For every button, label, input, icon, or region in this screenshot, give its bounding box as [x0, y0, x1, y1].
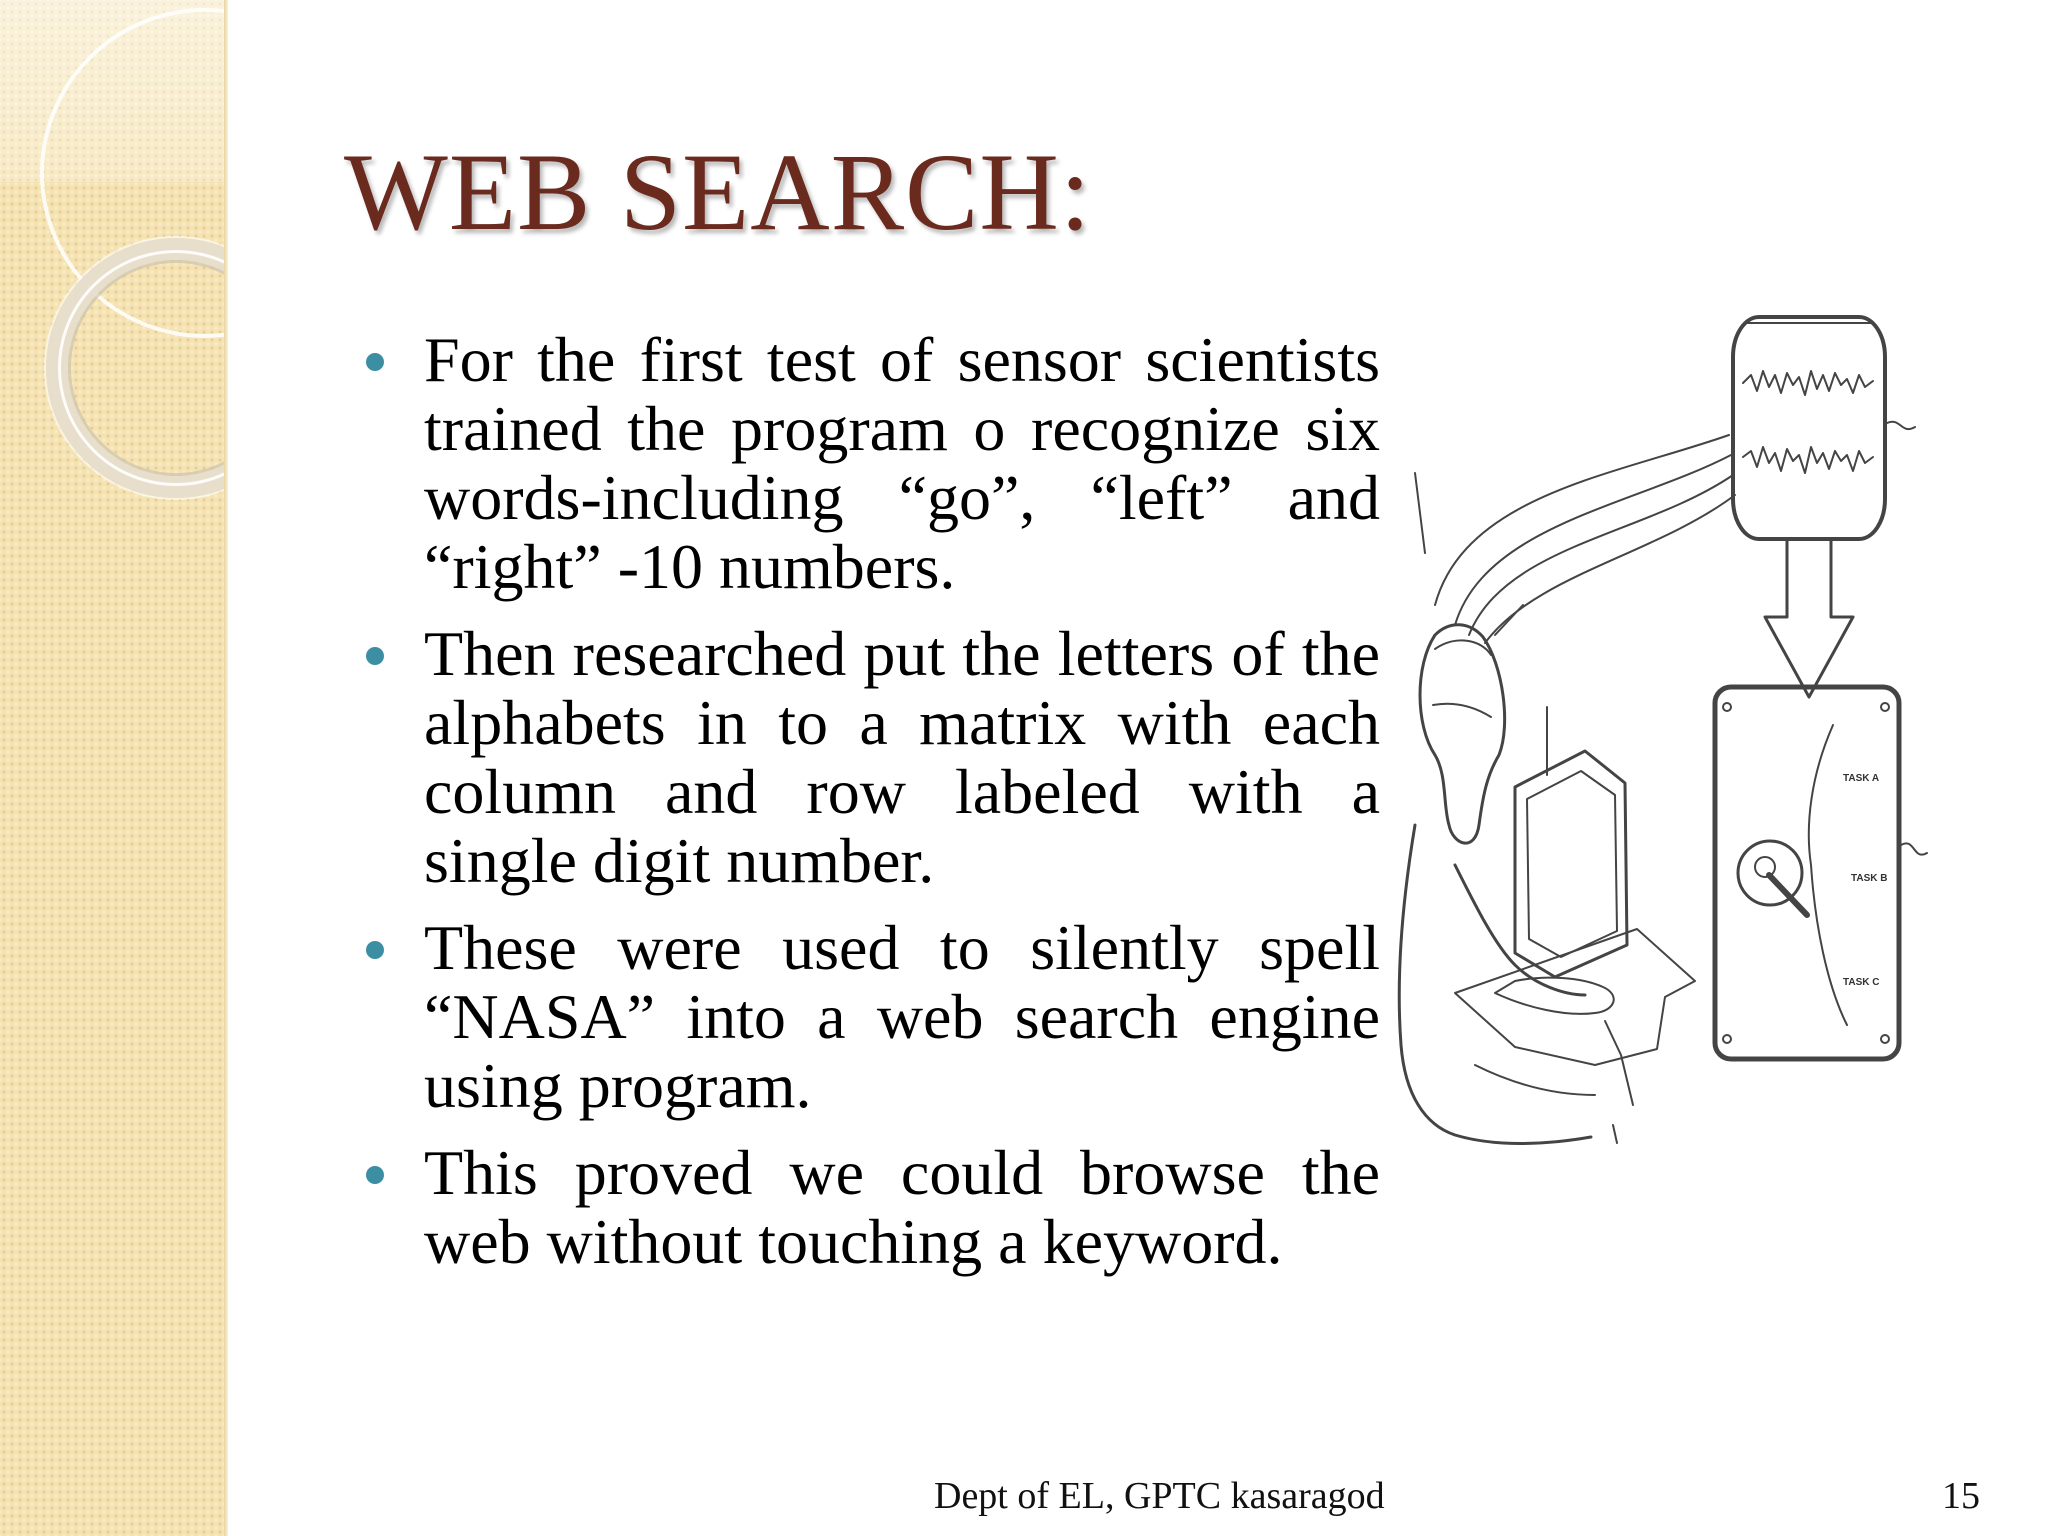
task-label: TASK A [1843, 773, 1879, 784]
slide-title: WEB SEARCH: [344, 131, 1092, 253]
laptop-screen [1513, 749, 1629, 979]
bullet-icon [366, 353, 384, 371]
task-label: TASK C [1843, 977, 1879, 988]
slide-footer: Dept of EL, GPTC kasaragod [934, 1475, 1385, 1517]
bullet-text: These were used to silently spell “NASA”… [424, 912, 1380, 1121]
bullet-item: Then researched put the letters of the a… [350, 619, 1380, 895]
eeg-wave-bottom [1742, 446, 1874, 474]
desk [1454, 928, 1696, 1066]
signal-arrow [1763, 537, 1855, 699]
page-number: 15 [1942, 1475, 1980, 1517]
decorative-side-strip [0, 0, 228, 1536]
person-head [1418, 623, 1507, 845]
bullet-item: This proved we could browse the web with… [350, 1138, 1380, 1276]
dial [1736, 839, 1804, 907]
brain-computer-interface-illustration: TASK A TASK B TASK C [1397, 315, 1928, 1145]
bullet-text: This proved we could browse the web with… [424, 1137, 1380, 1277]
bullet-icon [366, 647, 384, 665]
strip-edge [224, 0, 228, 1536]
bullet-item: These were used to silently spell “NASA”… [350, 913, 1380, 1120]
control-panel-box [1712, 684, 1902, 1062]
task-label: TASK B [1851, 873, 1887, 884]
bullet-icon [366, 941, 384, 959]
bullet-list: For the first test of sensor scientists … [350, 325, 1380, 1294]
bullet-text: Then researched put the letters of the a… [424, 618, 1380, 896]
bullet-icon [366, 1166, 384, 1184]
eeg-monitor-box [1731, 315, 1887, 541]
eeg-wave-top [1742, 370, 1874, 396]
bullet-text: For the first test of sensor scientists … [424, 324, 1380, 602]
keyboard [1494, 976, 1615, 1015]
person-body [1397, 823, 1593, 1145]
bullet-item: For the first test of sensor scientists … [350, 325, 1380, 601]
